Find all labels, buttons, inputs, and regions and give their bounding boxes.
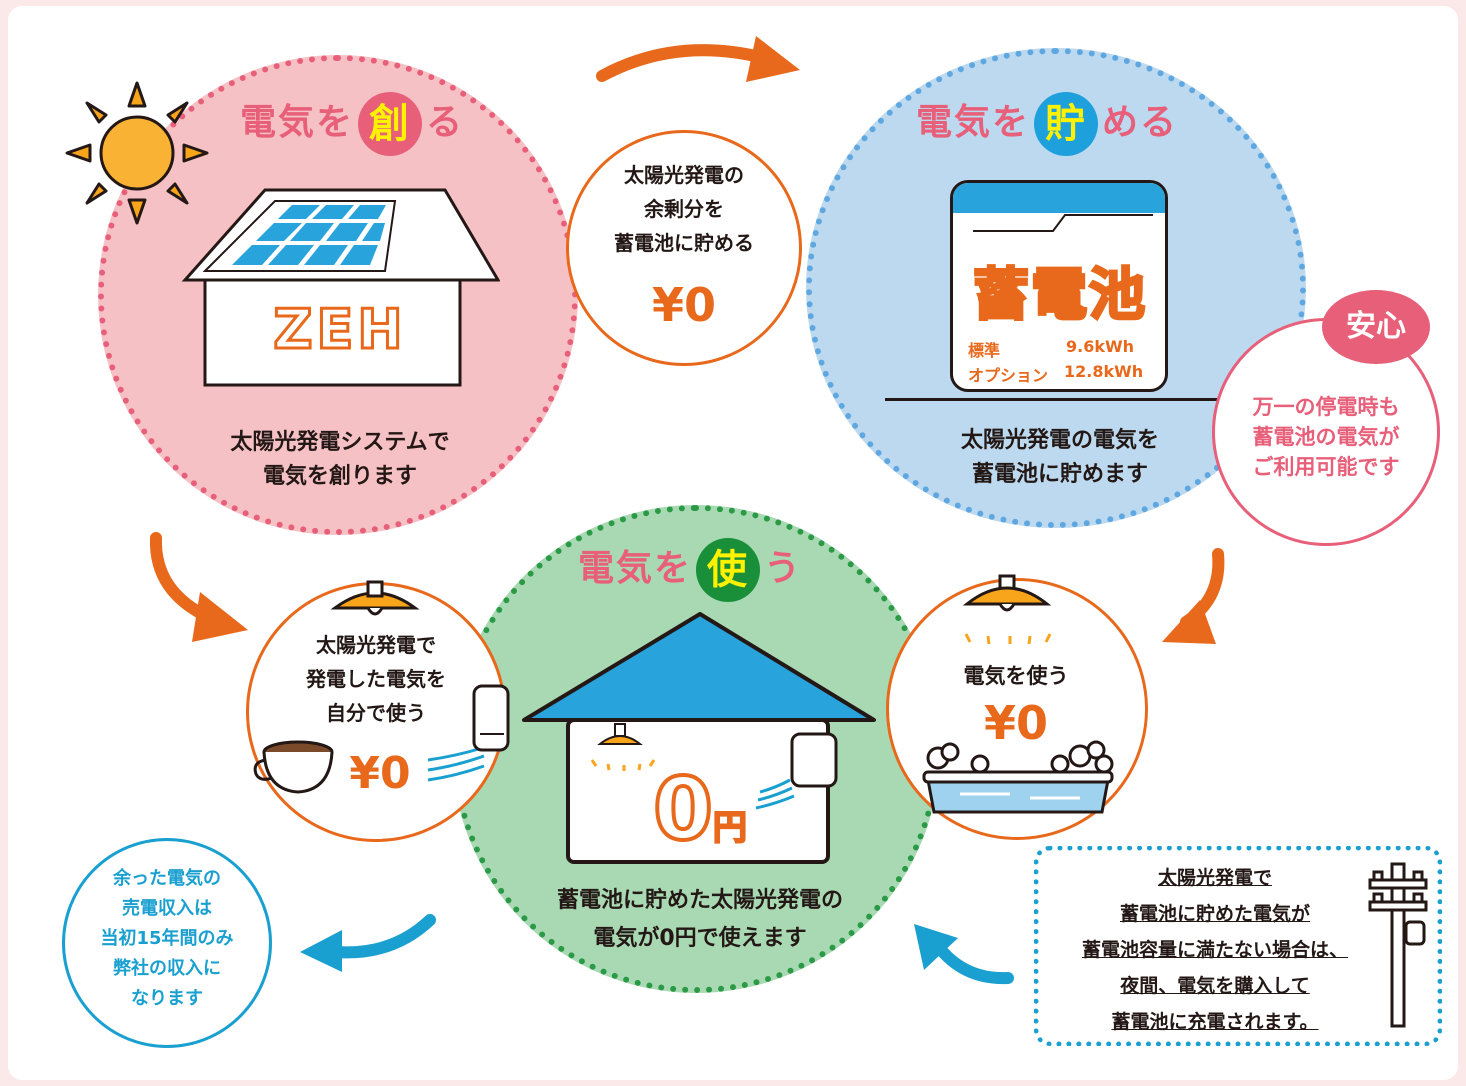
battery-label: 蓄電池 <box>972 262 1147 330</box>
create-badge: 創 <box>358 92 423 156</box>
create-caption: 太陽光発電システムで 電気を創ります <box>230 430 450 489</box>
battery-spec-standard: 標準 9.6kWh <box>968 337 1135 360</box>
grid-note-box <box>1034 846 1442 1046</box>
bathtub-icon <box>922 740 1114 814</box>
coffee-cup-icon <box>253 740 334 794</box>
use-self-price: ¥0 <box>349 748 411 799</box>
use-price: 0円 <box>651 758 748 862</box>
battery-illustration <box>950 180 1168 392</box>
arrow-create-to-store <box>596 36 800 82</box>
store-note-circle <box>566 130 802 366</box>
battery-tab-shape <box>973 214 1153 232</box>
safety-text: 万一の停電時も 蓄電池の電気が ご利用可能です <box>1252 395 1400 479</box>
zeh-house-illustration <box>181 188 500 387</box>
create-heading: 電気を創る <box>240 92 540 156</box>
use-bath-price: ¥0 <box>983 696 1048 750</box>
arrow-store-to-bath <box>1162 548 1225 644</box>
use-bath-text: 電気を使う <box>963 664 1069 688</box>
zeh-label: ZEH <box>272 297 407 363</box>
arrow-create-to-use <box>149 532 248 642</box>
arrow-grid-to-use <box>914 924 1014 985</box>
store-ground-line <box>885 398 1225 401</box>
store-caption: 太陽光発電の電気を 蓄電池に貯めます <box>960 428 1159 487</box>
store-badge: 貯 <box>1034 92 1099 156</box>
use-self-text: 太陽光発電で 発電した電気を 自分で使う <box>306 633 446 725</box>
use-caption: 蓄電池に貯めた太陽光発電の 電気が0円で使えます <box>556 888 843 951</box>
surplus-circle <box>62 838 272 1048</box>
battery-spec-option: オプション 12.8kWh <box>968 362 1144 385</box>
arrow-use-to-surplus <box>300 914 436 972</box>
use-house-illustration <box>522 612 876 864</box>
use-badge: 使 <box>696 538 761 602</box>
grid-note-text: 太陽光発電で 蓄電池に貯めた電気が 蓄電池容量に満たない場合は、 夜間、電気を購… <box>1081 867 1348 1033</box>
bath-lamp-icon <box>962 574 1052 645</box>
store-note-price: ¥0 <box>651 278 716 332</box>
use-heading: 電気を使う <box>578 538 878 602</box>
air-conditioner-icon <box>472 684 510 752</box>
store-heading: 電気を貯める <box>916 92 1246 156</box>
utility-pole-icon <box>1368 862 1428 1028</box>
surplus-text: 余った電気の 売電収入は 当初15年間のみ 弊社の収入に なります <box>100 868 234 1009</box>
pendant-lamp-icon <box>330 580 420 616</box>
safety-badge: 安心 <box>1322 290 1430 364</box>
battery-top-band <box>953 183 1165 213</box>
sun-icon <box>65 81 209 225</box>
store-note-text: 太陽光発電の 余剰分を 蓄電池に貯める <box>614 163 754 255</box>
